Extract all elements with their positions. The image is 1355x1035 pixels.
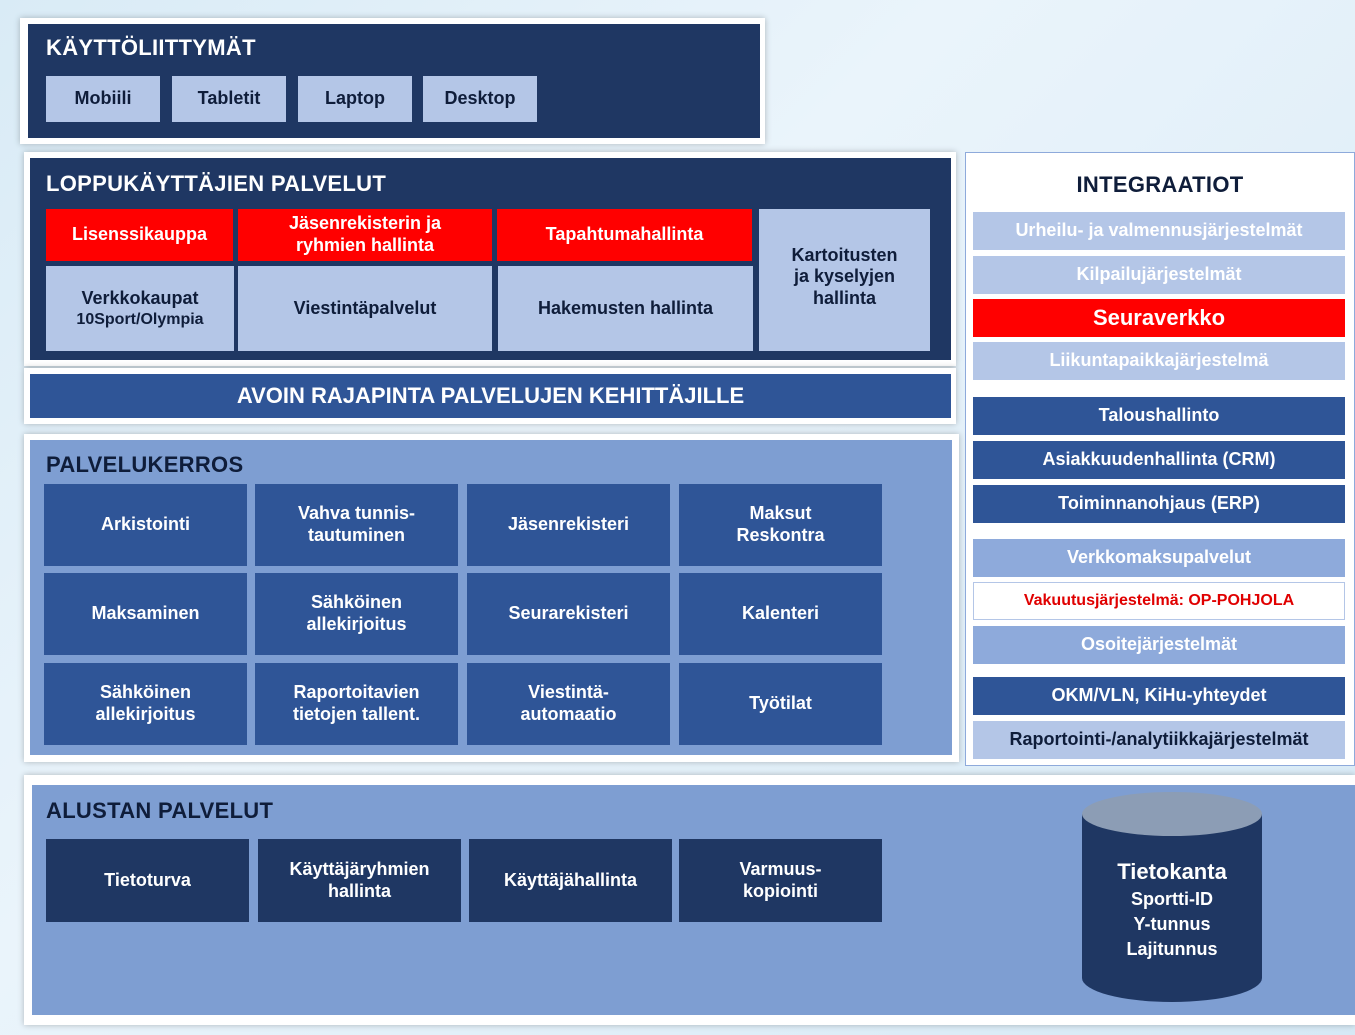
platform-title: ALUSTAN PALVELUT [46,798,274,823]
end-user-services-title: LOPPUKÄYTTÄJIEN PALVELUT [46,171,387,196]
service-kartoitukset: Kartoitusten ja kyselyjen hallinta [759,209,930,351]
service-jasenrekisteri: Jäsenrekisterin ja ryhmien hallinta [238,209,492,261]
service-maksut-reskontra: Maksut Reskontra [679,484,882,566]
ui-item-desktop: Desktop [423,76,537,122]
service-lisenssikauppa: Lisenssikauppa [46,209,233,261]
integration-taloushallinto: Taloushallinto [973,397,1345,435]
integration-liikuntapaikka: Liikuntapaikkajärjestelmä [973,342,1345,380]
ui-item-mobiili: Mobiili [46,76,160,122]
integration-kilpailu: Kilpailujärjestelmät [973,256,1345,294]
verkkokaupat-sublabel: 10Sport/Olympia [76,310,204,328]
integration-erp: Toiminnanohjaus (ERP) [973,485,1345,523]
database-line-ytunnus: Y-tunnus [1133,914,1211,934]
ui-item-tabletit: Tabletit [172,76,286,122]
integration-raportointi: Raportointi-/analytiikkajärjestelmät [973,721,1345,759]
platform-kayttajahallinta: Käyttäjähallinta [469,839,672,922]
database-line-sportti: Sportti-ID [1131,889,1213,909]
user-interfaces-title: KÄYTTÖLIITTYMÄT [46,35,256,60]
open-api-banner: AVOIN RAJAPINTA PALVELUJEN KEHITTÄJILLE [30,374,951,418]
service-sahkoinen-allekirjoitus: Sähköinen allekirjoitus [255,573,458,655]
integration-crm: Asiakkuudenhallinta (CRM) [973,441,1345,479]
integration-osoite: Osoitejärjestelmät [973,626,1345,664]
integration-urheilu: Urheilu- ja valmennusjärjestelmät [973,212,1345,250]
database-icon [1082,792,1262,1002]
service-viestintaautomaatio: Viestintä- automaatio [467,663,670,745]
service-arkistointi: Arkistointi [44,484,247,566]
integration-seuraverkko: Seuraverkko [973,299,1345,337]
service-maksaminen: Maksaminen [44,573,247,655]
platform-varmuuskopiointi: Varmuus- kopiointi [679,839,882,922]
service-verkkokaupat: Verkkokaupat 10Sport/Olympia [46,266,234,351]
platform-kayttajaryhmat: Käyttäjäryhmien hallinta [258,839,461,922]
service-layer-title: PALVELUKERROS [46,452,244,477]
service-vahva-tunnistautuminen: Vahva tunnis- tautuminen [255,484,458,566]
database-line-lajitunnus: Lajitunnus [1126,939,1218,959]
integration-vakuutus: Vakuutusjärjestelmä: OP-POHJOLA [973,582,1345,620]
service-raportoitavien-tallennus: Raportoitavien tietojen tallent. [255,663,458,745]
service-seurarekisteri: Seurarekisteri [467,573,670,655]
integrations-title: INTEGRAATIOT [1076,172,1244,197]
service-sahkoinen-allekirjoitus-2: Sähköinen allekirjoitus [44,663,247,745]
ui-item-laptop: Laptop [298,76,412,122]
service-tyotilat: Työtilat [679,663,882,745]
integration-verkkomaksu: Verkkomaksupalvelut [973,539,1345,577]
service-hakemukset: Hakemusten hallinta [498,266,753,351]
database-title: Tietokanta [1117,859,1227,884]
service-kalenteri: Kalenteri [679,573,882,655]
platform-tietoturva: Tietoturva [46,839,249,922]
service-viestintapalvelut: Viestintäpalvelut [238,266,492,351]
service-tapahtumahallinta: Tapahtumahallinta [497,209,752,261]
service-jasenrekisteri-core: Jäsenrekisteri [467,484,670,566]
verkkokaupat-label: Verkkokaupat [81,288,199,309]
integration-okm: OKM/VLN, KiHu-yhteydet [973,677,1345,715]
